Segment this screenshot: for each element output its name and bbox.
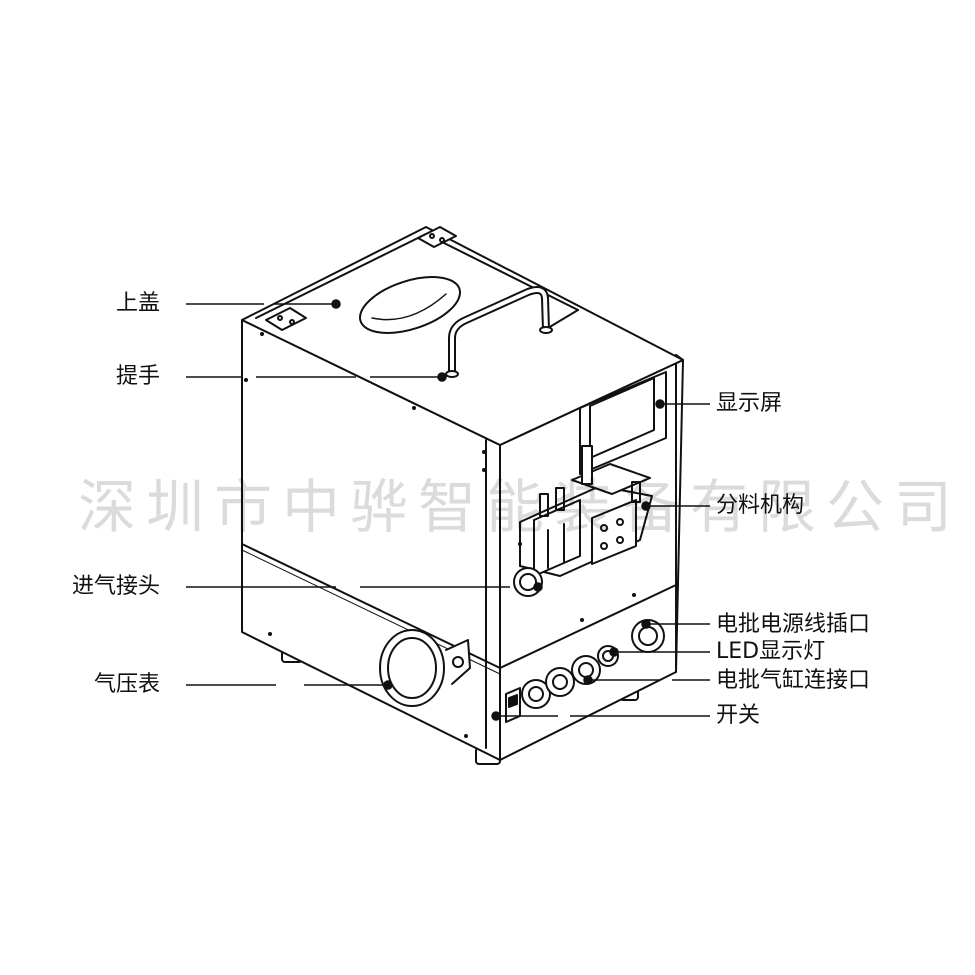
label-handle: 提手 xyxy=(116,364,161,389)
leader-lines xyxy=(186,299,710,721)
label-power-socket: 电批电源线插口 xyxy=(716,612,871,637)
leader-display-screen xyxy=(655,399,710,409)
label-air-inlet: 进气接头 xyxy=(72,574,161,599)
air-inlet-fitting xyxy=(513,567,543,597)
leader-top-cover xyxy=(186,299,341,309)
leader-led-indicator xyxy=(609,647,710,657)
handle xyxy=(445,286,553,378)
leader-feeding-mechanism xyxy=(641,501,710,511)
hinge-back xyxy=(417,226,457,248)
pressure-gauge-drawing xyxy=(379,629,471,707)
label-cylinder-port: 电批气缸连接口 xyxy=(716,668,871,693)
label-display-screen: 显示屏 xyxy=(716,391,783,416)
leader-power-switch xyxy=(491,711,710,721)
label-power-switch: 开关 xyxy=(716,703,761,728)
cylinder-port-2 xyxy=(545,667,575,697)
leader-handle xyxy=(186,372,447,382)
label-led-indicator: LED显示灯 xyxy=(716,639,826,664)
leader-air-inlet xyxy=(186,582,543,592)
label-feeding-mechanism: 分料机构 xyxy=(716,493,805,518)
body-screws xyxy=(244,332,636,738)
label-pressure-gauge: 气压表 xyxy=(94,672,161,697)
display-screen-drawing xyxy=(579,371,667,475)
label-top-cover: 上盖 xyxy=(116,291,161,316)
leader-cylinder-port xyxy=(583,675,710,685)
power-switch-drawing xyxy=(505,687,521,723)
leader-pressure-gauge xyxy=(186,680,393,690)
leader-power-socket xyxy=(641,619,710,629)
feeding-mechanism-drawing xyxy=(519,445,653,577)
cylinder-port-1 xyxy=(521,679,551,709)
hinge-front xyxy=(265,307,307,331)
